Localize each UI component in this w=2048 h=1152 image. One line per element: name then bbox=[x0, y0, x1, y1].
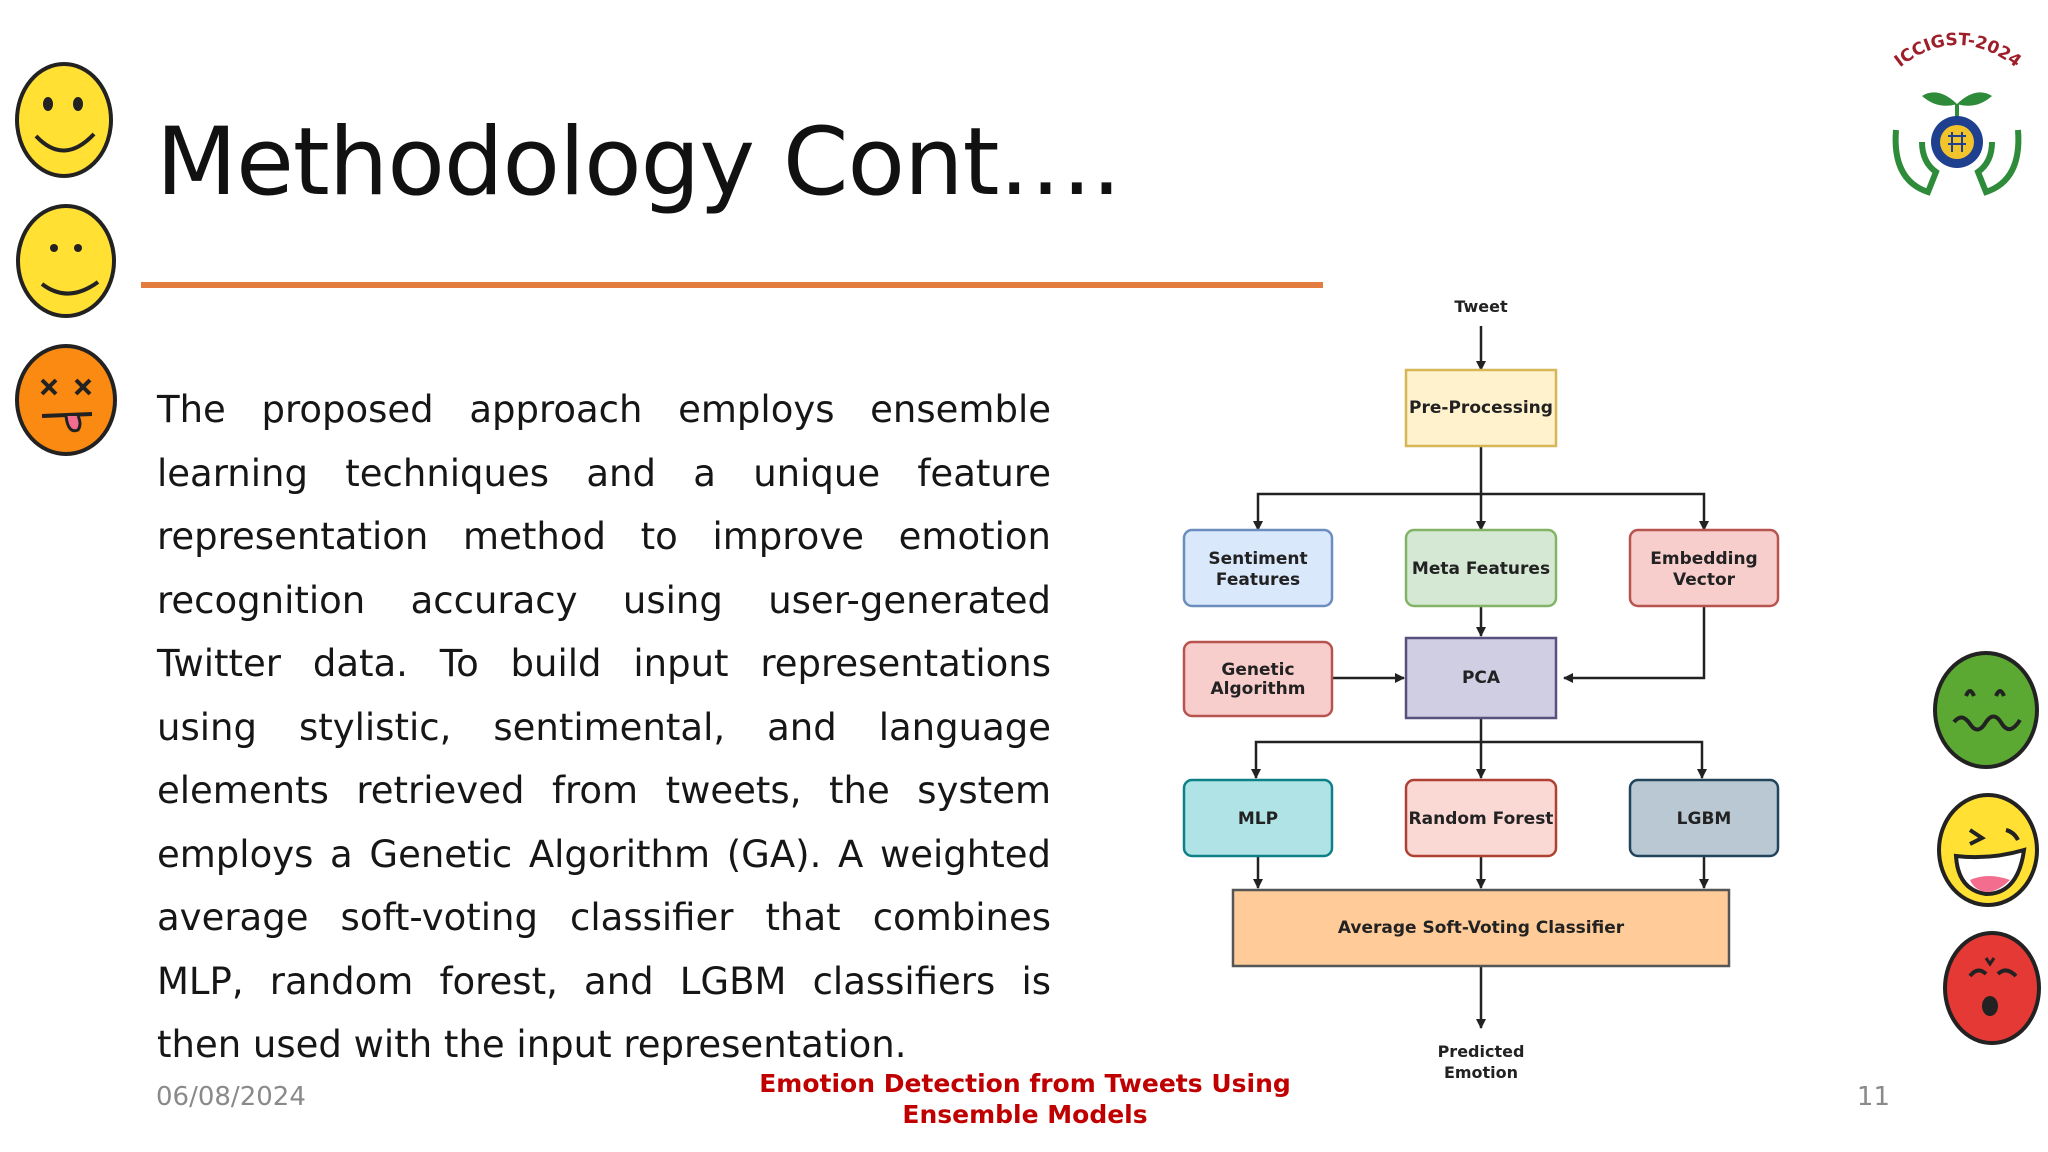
node-preprocessing: Pre-Processing bbox=[1404, 368, 1558, 448]
laughing-face-icon bbox=[1937, 793, 2039, 907]
logo-arc-text: ICCIGST-2024 bbox=[1891, 30, 2025, 72]
title-underline bbox=[141, 282, 1323, 288]
svg-text:Sentiment: Sentiment bbox=[1208, 549, 1307, 569]
page-title: Methodology Cont…. bbox=[156, 108, 1121, 217]
node-sentiment-features: Sentiment Features bbox=[1182, 528, 1334, 608]
nauseated-face-icon bbox=[1933, 651, 2039, 769]
page-number: 11 bbox=[1856, 1082, 1890, 1112]
svg-text:Meta Features: Meta Features bbox=[1412, 559, 1550, 579]
dizzy-face-icon bbox=[15, 344, 117, 456]
node-predicted-emotion-line2: Emotion bbox=[1444, 1063, 1518, 1082]
svg-text:PCA: PCA bbox=[1462, 668, 1501, 688]
node-random-forest: Random Forest bbox=[1404, 778, 1558, 858]
node-tweet: Tweet bbox=[1454, 297, 1508, 316]
methodology-flowchart: Tweet Pre-Processing Sentiment Features … bbox=[1182, 297, 1780, 1082]
svg-text:Random Forest: Random Forest bbox=[1409, 809, 1554, 829]
node-mlp: MLP bbox=[1182, 778, 1334, 858]
svg-text:Algorithm: Algorithm bbox=[1211, 679, 1306, 699]
methodology-paragraph: The proposed approach employs ensemble l… bbox=[157, 388, 1051, 1066]
svg-text:Vector: Vector bbox=[1673, 570, 1736, 590]
footer-date: 06/08/2024 bbox=[156, 1082, 306, 1112]
node-pca: PCA bbox=[1404, 636, 1558, 720]
svg-text:Average Soft-Voting Classifier: Average Soft-Voting Classifier bbox=[1338, 918, 1625, 938]
node-embedding-vector: Embedding Vector bbox=[1628, 528, 1780, 608]
smile-face-icon bbox=[15, 62, 113, 178]
angry-face-icon bbox=[1943, 931, 2041, 1045]
neutral-face-icon bbox=[16, 204, 116, 318]
svg-text:Embedding: Embedding bbox=[1650, 549, 1757, 569]
svg-text:Features: Features bbox=[1216, 570, 1300, 590]
node-meta-features: Meta Features bbox=[1404, 528, 1558, 608]
node-lgbm: LGBM bbox=[1628, 778, 1780, 858]
node-soft-voting-classifier: Average Soft-Voting Classifier bbox=[1231, 888, 1731, 968]
footer-title: Emotion Detection from Tweets Using Ense… bbox=[759, 1069, 1291, 1129]
node-genetic-algorithm: Genetic Algorithm bbox=[1182, 640, 1334, 718]
node-predicted-emotion: Predicted bbox=[1438, 1042, 1525, 1061]
svg-text:Genetic: Genetic bbox=[1221, 660, 1294, 680]
svg-text:LGBM: LGBM bbox=[1677, 809, 1732, 829]
svg-text:Pre-Processing: Pre-Processing bbox=[1409, 398, 1553, 418]
svg-text:MLP: MLP bbox=[1238, 809, 1278, 829]
conference-logo-icon: ICCIGST-2024 bbox=[1891, 30, 2025, 196]
